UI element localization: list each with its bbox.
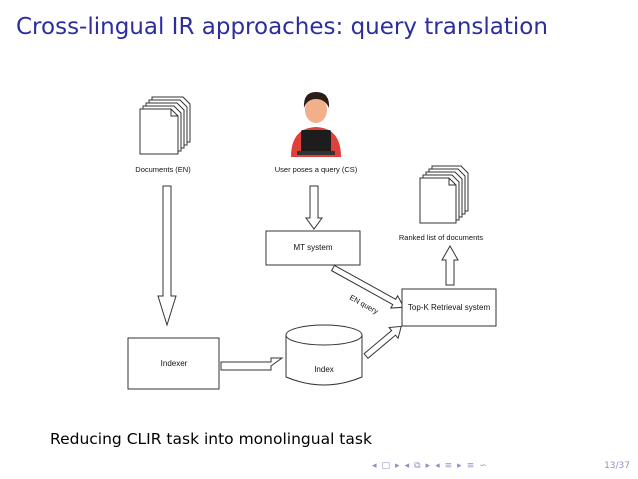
- section-icon: ≡: [444, 461, 453, 471]
- align-icon[interactable]: ≡: [466, 461, 475, 471]
- user-to-mt-arrow: [305, 185, 323, 230]
- frame-icon: □: [381, 461, 391, 471]
- slide-caption: Reducing CLIR task into monolingual task: [50, 430, 372, 448]
- indexer-label: Indexer: [161, 359, 188, 368]
- ranked-documents-icon: [419, 165, 469, 224]
- index-label: Index: [314, 365, 334, 374]
- retrieval-to-ranked-arrow: [441, 244, 459, 286]
- page-number: 13/37: [604, 461, 630, 471]
- frame-next-icon[interactable]: ▸: [395, 461, 400, 471]
- ranked-list-label: Ranked list of documents: [399, 233, 483, 242]
- mt-system-label: MT system: [294, 243, 333, 252]
- user-label: User poses a query (CS): [275, 165, 358, 174]
- retrieval-system-box: [401, 288, 497, 327]
- en-query-arrow: [330, 264, 405, 309]
- beamer-navigation: ◂ □ ▸ ◂ ⧉ ▸ ◂ ≡ ▸ ≡ ∽: [372, 459, 487, 473]
- retrieval-system-label: Top-K Retrieval system: [408, 303, 491, 312]
- frame-prev-icon[interactable]: ◂: [372, 461, 377, 471]
- documents-to-indexer-arrow: [157, 185, 177, 327]
- subsection-prev-icon[interactable]: ◂: [404, 461, 410, 471]
- index-database-icon: [285, 324, 363, 386]
- documents-label: Documents (EN): [135, 165, 191, 174]
- section-next-icon[interactable]: ▸: [457, 461, 462, 471]
- indexer-to-index-arrow: [220, 357, 284, 371]
- subsection-icon: ⧉: [414, 461, 421, 471]
- documents-stack-icon: [139, 96, 191, 155]
- user-icon: [291, 92, 341, 157]
- en-query-label: EN query: [348, 293, 380, 316]
- mt-system-box: [265, 230, 361, 266]
- index-to-retrieval-arrow: [363, 325, 402, 360]
- section-prev-icon[interactable]: ◂: [435, 461, 440, 471]
- subsection-next-icon[interactable]: ▸: [425, 461, 431, 471]
- indexer-box: [127, 337, 220, 390]
- slide-title: Cross-lingual IR approaches: query trans…: [16, 14, 548, 40]
- search-icon[interactable]: ∽: [479, 461, 487, 471]
